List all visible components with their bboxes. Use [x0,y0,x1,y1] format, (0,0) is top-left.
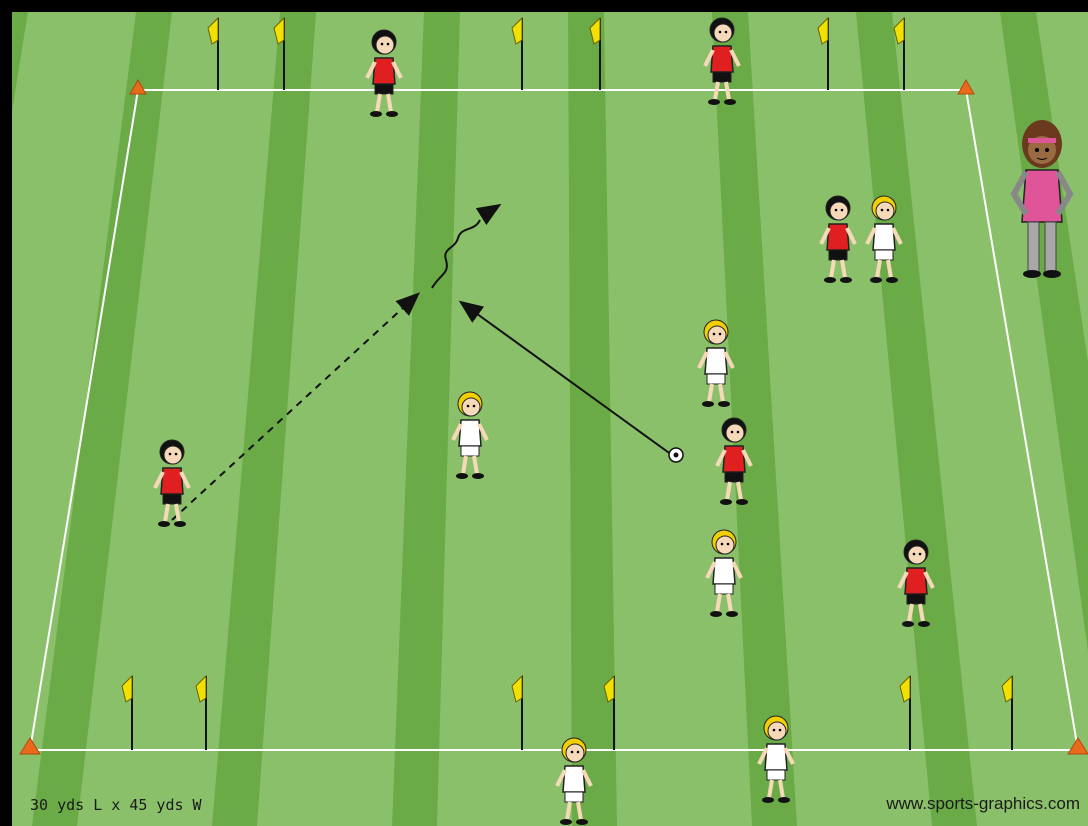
website-label: www.sports-graphics.com [886,794,1080,814]
soccer-ball [669,448,683,462]
soccer-field [12,12,1088,826]
grass-stripes [12,12,1088,826]
field-dimensions-label: 30 yds L x 45 yds W [30,796,202,814]
